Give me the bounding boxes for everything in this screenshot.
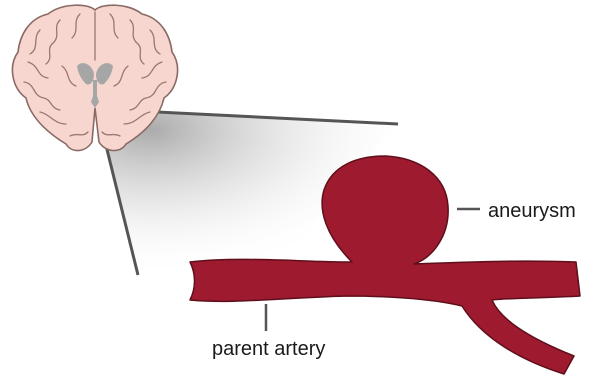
parent-artery-label: parent artery <box>212 339 325 359</box>
aneurysm-label: aneurysm <box>488 201 576 221</box>
